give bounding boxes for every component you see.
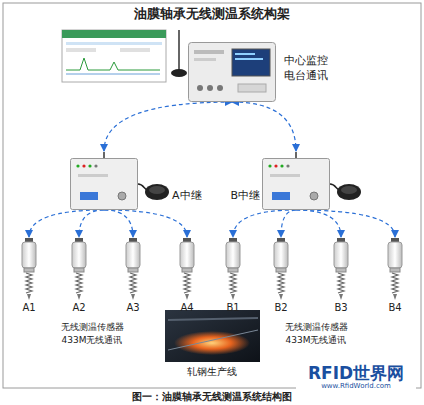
sensor-label: B1 <box>212 302 254 313</box>
sensor-label: A4 <box>166 302 208 313</box>
radio-link <box>104 102 232 151</box>
sensor-node: B4 <box>380 238 410 316</box>
relay-label: B中继 <box>230 188 260 203</box>
sensor-node: A4 <box>172 238 202 316</box>
radio-link <box>296 210 395 237</box>
temperature-sensor <box>64 238 94 300</box>
figure-caption: 图一：油膜轴承无线测温系统结构图 <box>100 390 324 404</box>
diagram-title: 油膜轴承无线测温系统构架 <box>0 5 424 23</box>
radio-link <box>296 210 341 237</box>
radio-link <box>104 210 133 237</box>
software-screenshot <box>62 30 166 82</box>
frame <box>3 3 421 388</box>
text-label: 轧钢生产线 <box>167 365 257 379</box>
temperature-sensor <box>266 238 296 300</box>
sensor-label: B3 <box>320 302 362 313</box>
radio-link <box>104 210 187 237</box>
sensor-label: A1 <box>8 302 50 313</box>
relay-device <box>70 152 170 210</box>
sensor-label: B4 <box>374 302 416 313</box>
sensor-node: B3 <box>326 238 356 316</box>
temperature-sensor <box>326 238 356 300</box>
monitor-device <box>188 42 276 102</box>
temperature-sensor <box>14 238 44 300</box>
radio-link <box>232 102 296 151</box>
relay-node: A中继 <box>70 152 170 210</box>
radio-link <box>29 210 104 237</box>
rolling-line-photo <box>165 310 260 362</box>
relay-label: A中继 <box>172 188 202 203</box>
relay-node: B中继 <box>262 152 362 210</box>
sensor-node: A3 <box>118 238 148 316</box>
sensor-node: B1 <box>218 238 248 316</box>
radio-link <box>233 210 296 237</box>
temperature-sensor <box>380 238 410 300</box>
sensor-node: A2 <box>64 238 94 316</box>
temperature-sensor <box>218 238 248 300</box>
center-label: 中心监控 电台通讯 <box>284 54 334 84</box>
sensor-node: A1 <box>14 238 44 316</box>
sensor-label: A3 <box>112 302 154 313</box>
text-label: 无线测温传感器 433M无线通讯 <box>276 321 356 347</box>
center-node: 中心监控 电台通讯 <box>188 42 276 102</box>
text-label: www.RfidWorld.com <box>296 382 416 390</box>
temperature-sensor <box>172 238 202 300</box>
text-label: 无线测温传感器 433M无线通讯 <box>52 321 132 347</box>
sensor-label: B2 <box>260 302 302 313</box>
radio-link <box>79 210 104 237</box>
sensor-label: A2 <box>58 302 100 313</box>
temperature-sensor <box>118 238 148 300</box>
radio-link <box>281 210 296 237</box>
center-antenna <box>171 30 187 77</box>
sensor-node: B2 <box>266 238 296 316</box>
relay-device <box>262 152 362 210</box>
